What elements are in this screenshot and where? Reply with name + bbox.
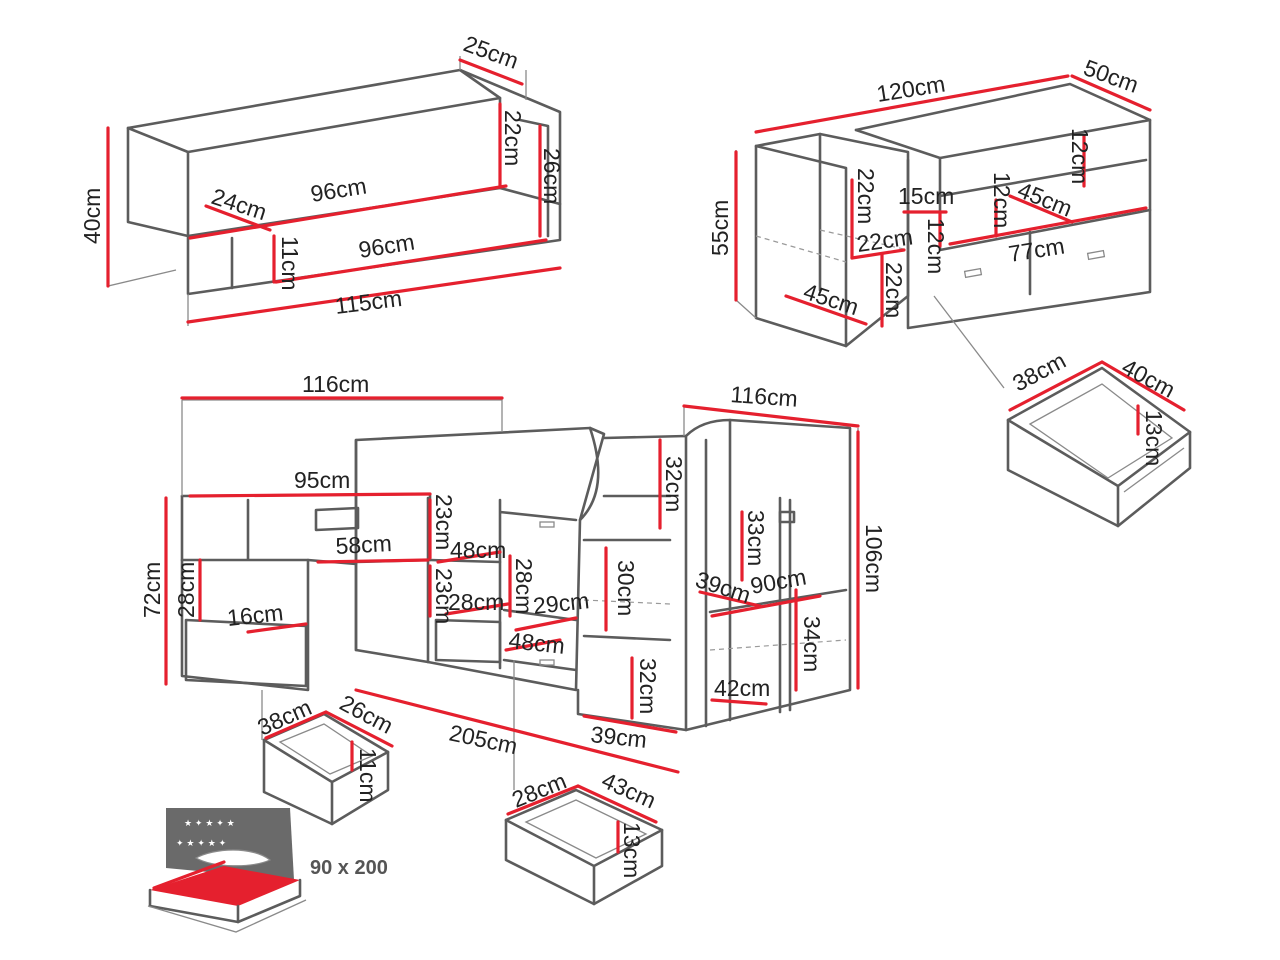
tv-drawer-height-label: 13cm xyxy=(1141,410,1167,466)
bed-stair-h-top-label: 32cm xyxy=(661,456,687,512)
tv-base-depth-label: 45cm xyxy=(800,278,862,320)
bed-wardrobe-lower-h-label: 34cm xyxy=(799,616,825,672)
tv-height-label: 55cm xyxy=(707,200,733,256)
bed-wardrobe-d-label: 39cm xyxy=(692,566,754,608)
tv-cab-width-label: 22cm xyxy=(855,223,914,257)
tv-mid-height-label: 12cm xyxy=(989,172,1015,228)
tv-drawer-depth-label: 38cm xyxy=(1008,347,1070,396)
bed-length-label: 205cm xyxy=(447,719,520,759)
bed-drawer-w-1-label: 48cm xyxy=(450,537,506,563)
dimension-labels: 25cm 40cm 22cm 26cm 24cm 96cm 11cm 96cm … xyxy=(79,30,1180,879)
bed-knee-space-label: 58cm xyxy=(335,530,393,559)
bed-step-depth-label: 29cm xyxy=(532,587,591,619)
shelf-inner-width-bottom-label: 96cm xyxy=(357,228,417,262)
bed-stair-h-bot-label: 32cm xyxy=(635,658,661,714)
shelf-inner-width-top-label: 96cm xyxy=(309,172,369,206)
tv-drawer-width-label-2: 40cm xyxy=(1118,353,1180,402)
tv-lower-height-label: 22cm xyxy=(881,262,907,318)
shelf-depth-label: 25cm xyxy=(460,30,522,74)
tv-drawer-detail xyxy=(1006,366,1192,528)
shelf-height-label: 40cm xyxy=(79,188,105,244)
tv-cab-height-label: 22cm xyxy=(853,168,879,224)
bed-desk-top-label: 95cm xyxy=(294,467,350,493)
bed-drawer-height-label: 13cm xyxy=(619,822,645,878)
desk-drawer-height-label: 11cm xyxy=(355,748,381,803)
bed-desk-width-label: 116cm xyxy=(302,371,369,397)
tv-small-width-label: 15cm xyxy=(898,183,954,209)
shelf-inner-height-label: 22cm xyxy=(500,110,526,166)
bed-stair-width-label: 39cm xyxy=(589,721,648,753)
desk-drawer-depth-label: 38cm xyxy=(253,694,315,741)
bed-wardrobe-w-label: 90cm xyxy=(748,564,808,599)
bed-drawer-h-28-label: 28cm xyxy=(511,558,537,614)
bed-wardrobe-lower-d-label: 42cm xyxy=(714,675,770,701)
svg-text:✦ ★ ✦ ★ ✦: ✦ ★ ✦ ★ ✦ xyxy=(176,839,227,849)
bed-desk-height-label: 72cm xyxy=(139,562,165,618)
dimension-lines xyxy=(106,58,1186,890)
shelf-outer-height-label: 26cm xyxy=(539,148,565,204)
bed-drawer-w-28-label: 28cm xyxy=(448,589,504,615)
svg-text:★ ✦ ★ ✦ ★: ★ ✦ ★ ✦ ★ xyxy=(184,819,235,829)
bed-height-total-label: 106cm xyxy=(861,524,887,593)
bed-wardrobe-width-label: 116cm xyxy=(730,381,799,412)
tv-width-label: 120cm xyxy=(875,70,947,106)
tv-shelf-depth-label: 45cm xyxy=(1014,177,1076,222)
bed-stair-h-mid-label: 30cm xyxy=(613,560,639,616)
tv-drawer-width-label: 77cm xyxy=(1007,232,1067,266)
bed-cab-height-1-label: 23cm xyxy=(431,494,457,550)
bed-wardrobe-h-label: 33cm xyxy=(743,510,769,566)
bed-drawer-width-label: 43cm xyxy=(598,767,660,814)
mattress-icon: ★ ✦ ★ ✦ ★ ✦ ★ ✦ ★ ✦ xyxy=(147,808,307,933)
tv-shelf-height-label: 12cm xyxy=(1067,128,1093,184)
bed-drawer-detail xyxy=(504,788,664,906)
mattress-size-label: 90 x 200 xyxy=(310,857,388,879)
tv-compartment-height-label: 12cm xyxy=(923,218,949,274)
bed-desk-shelf-label: 28cm xyxy=(173,562,199,618)
bed-drawer-w-2-label: 48cm xyxy=(507,627,566,659)
bed-cab-height-2-label: 23cm xyxy=(431,568,457,624)
shelf-width-total-label: 115cm xyxy=(333,285,403,319)
shelf-lower-height-label: 11cm xyxy=(277,236,303,291)
bed-drawer-depth-label: 16cm xyxy=(226,599,285,631)
